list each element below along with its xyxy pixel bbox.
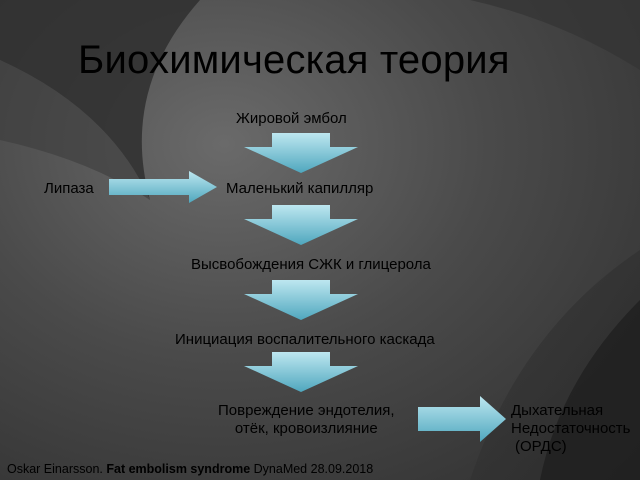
respiratory-line-1: Дыхательная xyxy=(511,402,604,419)
endothelium-line-2: отёк, кровоизлияние xyxy=(234,420,378,437)
arrow-down-3 xyxy=(244,280,358,320)
node-fat-embolus: Жировой эмбол xyxy=(236,110,347,127)
arrow-down-4 xyxy=(244,352,358,392)
citation-footer: Oskar Einarsson. Fat embolism syndrome D… xyxy=(7,462,373,476)
respiratory-line-2: Недостаточность xyxy=(511,420,631,437)
citation-work: Fat embolism syndrome xyxy=(106,462,251,476)
citation-author: Oskar Einarsson. xyxy=(7,462,103,476)
node-small-capillary: Маленький капилляр xyxy=(226,180,374,197)
node-ffa-glycerol-release: Высвобождения СЖК и глицерола xyxy=(191,256,431,273)
node-endothelial-damage: Повреждение эндотелия, отёк, кровоизлиян… xyxy=(218,402,395,438)
endothelium-line-1: Повреждение эндотелия, xyxy=(218,402,395,419)
arrow-down-2 xyxy=(244,205,358,245)
arrow-down-1 xyxy=(244,133,358,173)
arrow-right-lipase xyxy=(109,171,217,203)
respiratory-line-3: (ОРДС) xyxy=(515,438,567,455)
citation-source: DynaMed 28.09.2018 xyxy=(253,462,374,476)
node-lipase: Липаза xyxy=(44,180,94,197)
slide-title: Биохимическая теория xyxy=(78,38,510,82)
node-inflammatory-cascade: Инициация воспалительного каскада xyxy=(175,331,435,348)
node-respiratory-failure: Дыхательная Недостаточность (ОРДС) xyxy=(511,402,631,456)
arrow-right-respiratory xyxy=(418,396,506,442)
